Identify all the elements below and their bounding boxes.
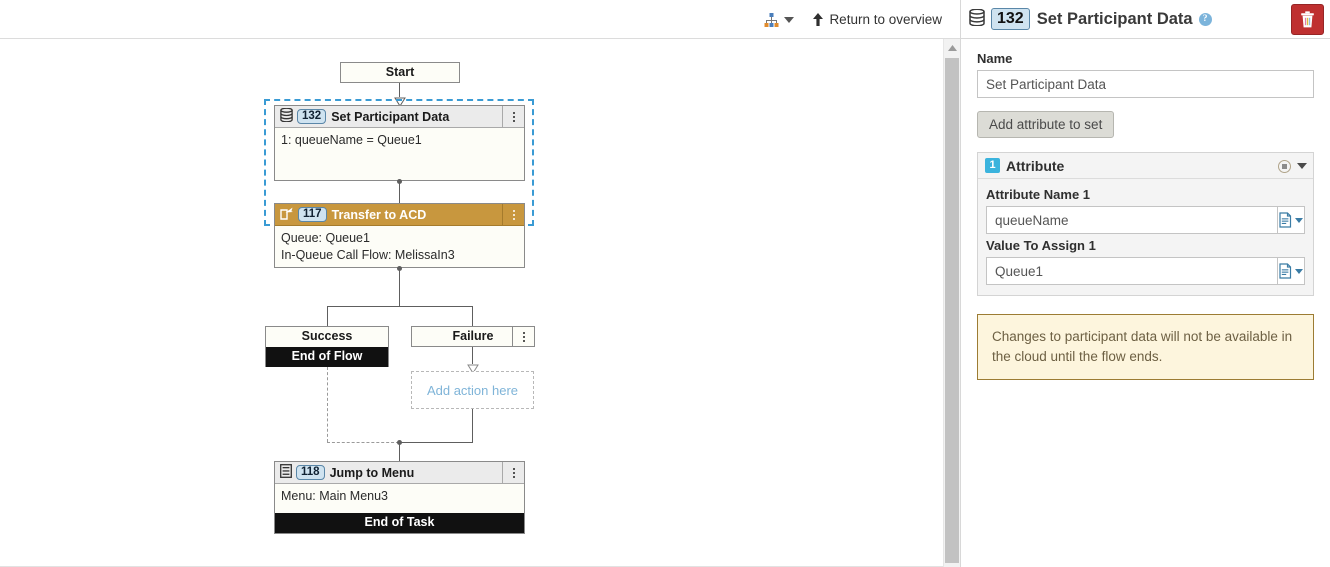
attribute-name-input[interactable] [986,206,1277,234]
properties-panel-header: 132 Set Participant Data ? [961,0,1330,39]
kebab-menu-icon[interactable] [502,106,524,127]
scroll-up-button[interactable] [944,39,960,56]
flow-branch-terminal: End of Flow [266,347,388,367]
chevron-down-icon [784,16,795,23]
flow-branch-label: Success [301,329,353,343]
add-attribute-button[interactable]: Add attribute to set [977,111,1115,138]
flow-branch-success[interactable]: Success End of Flow [265,326,389,367]
flow-node-header: 117 Transfer to ACD [275,204,524,226]
connector-merge-to-118 [399,442,400,462]
flow-node-title: Jump to Menu [329,465,415,480]
flow-branch-label: Failure [452,329,494,343]
connector-branch-split [327,306,473,307]
chevron-up-icon [947,44,957,51]
kebab-menu-icon[interactable] [502,204,524,225]
info-note: Changes to participant data will not be … [977,314,1314,380]
flow-node-header: 118 Jump to Menu [275,462,524,484]
connector-success-dashed [327,442,399,443]
flow-node-header: 132 Set Participant Data [275,106,524,128]
help-icon[interactable]: ? [1198,12,1212,26]
up-arrow-icon [812,12,824,27]
add-action-placeholder[interactable]: Add action here [411,371,534,409]
connector-placeholder-down [472,409,473,443]
connector-start-to-132 [399,83,400,97]
trash-icon [1301,11,1314,28]
canvas-toolbar: Return to overview [0,0,960,39]
flow-node-id-badge: 132 [297,109,327,124]
return-to-overview-label: Return to overview [829,12,942,27]
sitemap-icon [764,12,779,27]
flow-node-id-badge: 117 [298,207,327,222]
flow-node-start[interactable]: Start [340,62,460,83]
attribute-index-badge: 1 [985,158,1000,173]
chevron-down-icon[interactable] [1297,163,1307,169]
canvas-toolbar-actions: Return to overview [764,0,942,39]
flow-node-transfer-to-acd[interactable]: 117 Transfer to ACD Queue: Queue1 In-Que… [274,203,525,268]
flow-node-title: Transfer to ACD [331,207,427,222]
expression-picker-button[interactable] [1276,257,1305,285]
flow-node-body-line: 1: queueName = Queue1 [281,133,422,147]
flow-node-title: Set Participant Data [331,109,450,124]
scrollbar-thumb[interactable] [945,58,959,563]
connector-to-failure [472,306,473,337]
flow-node-body: Menu: Main Menu3 [275,484,524,513]
attribute-card: 1 Attribute Attribute Name 1 [977,152,1314,296]
sitemap-menu-button[interactable] [764,12,795,27]
attribute-name-row [986,206,1305,234]
flow-canvas-pane: Return to overview Start [0,0,960,567]
name-input[interactable] [977,70,1314,98]
kebab-menu-icon[interactable] [502,462,524,483]
remove-circle-icon[interactable] [1278,159,1291,173]
connector-merge [399,442,473,443]
attribute-value-input[interactable] [986,257,1277,285]
flow-node-id-badge: 118 [296,465,325,480]
properties-panel: 132 Set Participant Data ? Name Add attr… [960,0,1330,567]
attribute-card-body: Attribute Name 1 [978,179,1313,295]
flow-diagram: Start [0,39,942,567]
return-to-overview-button[interactable]: Return to overview [812,12,942,27]
flow-node-set-participant-data[interactable]: 132 Set Participant Data 1: queueName = … [274,105,525,181]
flow-node-body-line: Menu: Main Menu3 [281,489,389,503]
attribute-card-actions [1278,153,1307,179]
connector-failure-to-placeholder [472,347,473,364]
expression-picker-button[interactable] [1276,206,1305,234]
name-field-label: Name [977,51,1013,66]
connector-joint [397,179,402,184]
database-icon [969,8,985,29]
attribute-value-row [986,257,1305,285]
flow-node-jump-to-menu[interactable]: 118 Jump to Menu Menu: Main Menu3 End of… [274,461,525,534]
transfer-icon [280,207,294,223]
flow-node-footer: End of Task [275,513,524,533]
flow-node-body-line: Queue: Queue1 [281,231,370,245]
attribute-card-title: Attribute [1006,157,1065,174]
attribute-value-label: Value To Assign 1 [986,238,1096,253]
flow-node-body: 1: queueName = Queue1 [275,128,524,153]
connector-to-success [327,306,328,337]
properties-panel-body: Name Add attribute to set 1 Attribute At… [961,39,1330,380]
kebab-menu-icon[interactable] [512,327,534,347]
expression-picker-icon [1279,263,1291,279]
menu-list-icon [280,464,292,481]
delete-button[interactable] [1291,4,1324,35]
page-title: Set Participant Data [1036,9,1193,28]
flow-node-body: Queue: Queue1 In-Queue Call Flow: Meliss… [275,226,524,268]
canvas-scrollbar[interactable] [943,39,960,567]
connector-117-down [399,268,400,306]
flow-branch-failure[interactable]: Failure [411,326,535,347]
panel-node-id-badge: 132 [991,8,1030,30]
expression-picker-icon [1279,212,1291,228]
connector-success-dashed [327,367,328,442]
arrow-failure-to-placeholder [467,362,479,377]
flow-node-body-line: In-Queue Call Flow: MelissaIn3 [281,248,455,262]
attribute-name-label: Attribute Name 1 [986,187,1091,202]
database-icon [280,107,293,125]
attribute-card-header: 1 Attribute [978,153,1313,179]
